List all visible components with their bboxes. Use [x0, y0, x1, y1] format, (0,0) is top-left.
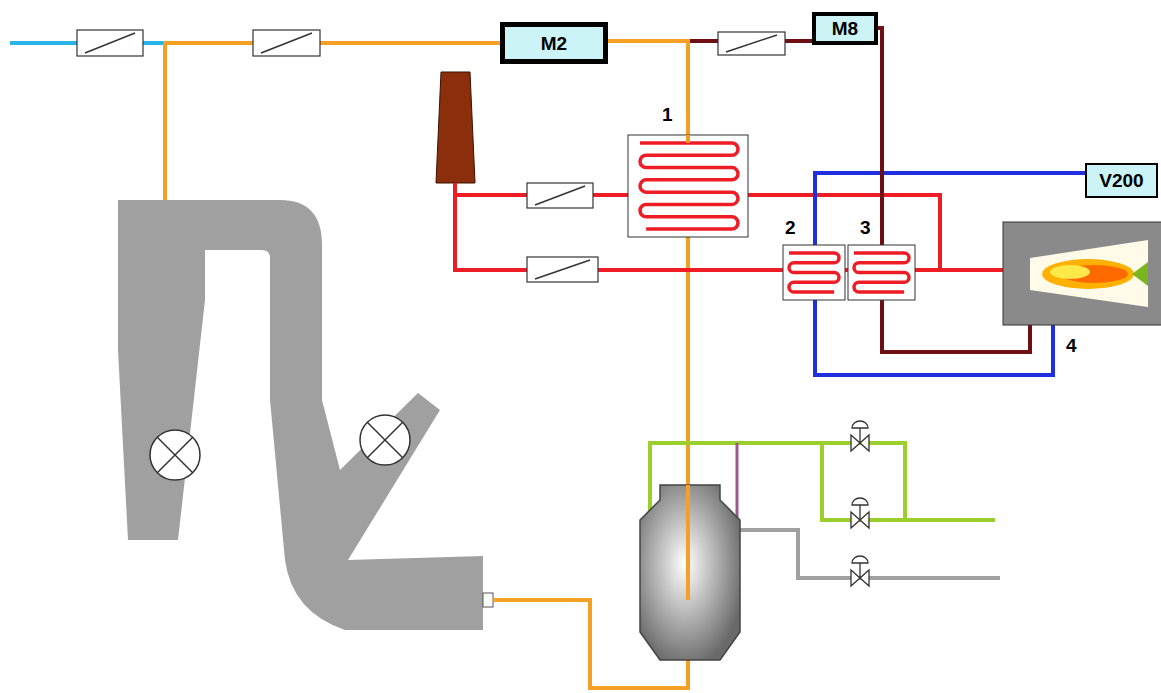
valve-symbol: [851, 421, 869, 451]
filter-symbol: [253, 30, 320, 56]
pipe-line: [686, 135, 690, 143]
chimney: [436, 72, 475, 183]
valve-symbol: [851, 556, 869, 586]
filter-symbol: [527, 183, 593, 208]
filter-symbol: [718, 32, 785, 55]
callout-number: 3: [860, 218, 871, 237]
separator-vessel: [640, 485, 740, 660]
heat-coil: [640, 143, 738, 229]
heat-exchanger: [628, 135, 748, 237]
heat-coil: [789, 253, 839, 292]
instrument-box: M2: [500, 22, 608, 64]
oil-line: [878, 28, 882, 245]
heat-exchanger: [848, 245, 915, 300]
callout-number: 1: [662, 105, 673, 124]
heat-coil: [854, 253, 909, 292]
drain-line: [740, 530, 1000, 578]
pipe-line: [163, 41, 500, 45]
box-label: M2: [541, 34, 567, 53]
pipe-line: [686, 485, 690, 600]
pipe-line: [163, 41, 167, 200]
duct-outlet: [483, 593, 493, 607]
instrument-box: V200: [1085, 163, 1158, 198]
rotary-valve: [150, 430, 200, 480]
purge-line: [736, 443, 739, 520]
filter-symbol: [77, 30, 143, 56]
filter-symbol: [527, 257, 598, 282]
heat-exchanger: [783, 245, 845, 300]
callout-number: 2: [785, 218, 796, 237]
pipe-line: [686, 43, 690, 485]
instrument-box: M8: [812, 12, 878, 45]
box-label: M8: [832, 19, 858, 38]
valve-symbol: [851, 498, 869, 528]
steam-line: [822, 443, 905, 520]
pipe-line: [915, 268, 1003, 272]
boiler-duct: [270, 393, 483, 630]
furnace: [1003, 222, 1161, 325]
box-label: V200: [1099, 171, 1143, 190]
rotary-valve: [360, 415, 410, 465]
callout-number: 4: [1066, 336, 1077, 355]
